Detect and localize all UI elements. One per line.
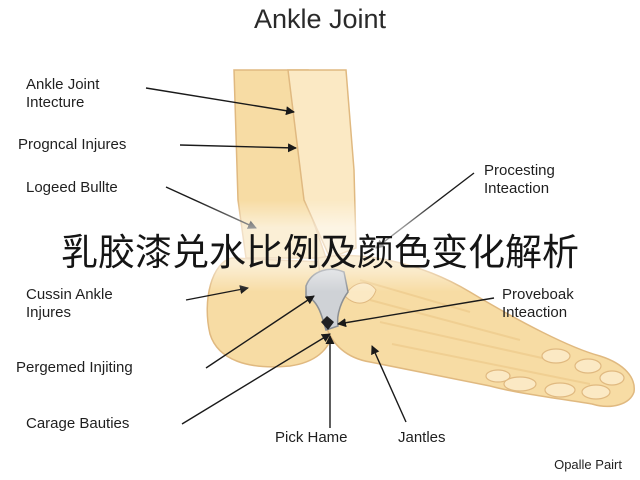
label-procesting-inteaction: Procesting Inteaction — [484, 162, 555, 197]
label-carage-bauties: Carage Bauties — [26, 415, 130, 432]
label-logeed-bullte: Logeed Bullte — [26, 179, 118, 196]
foot-bones — [317, 254, 635, 408]
label-prognal-injures: Prognсal Injures — [18, 136, 127, 153]
image-credit: Opalle Pairt — [554, 457, 622, 472]
label-ankle-joint-intecture: Ankle Joint Intecture — [26, 76, 100, 111]
watermark-banner — [0, 200, 640, 292]
label-pick-hame: Pick Hame — [275, 429, 348, 446]
toe-bones — [485, 348, 625, 400]
label-pergemed-injiting: Pergemed Injiting — [16, 359, 133, 376]
page-title: Ankle Joint — [253, 4, 387, 34]
label-jantles: Jantles — [398, 429, 446, 446]
watermark-banner-text: 乳胶漆兑水比例及颜色变化解析 — [61, 231, 579, 274]
